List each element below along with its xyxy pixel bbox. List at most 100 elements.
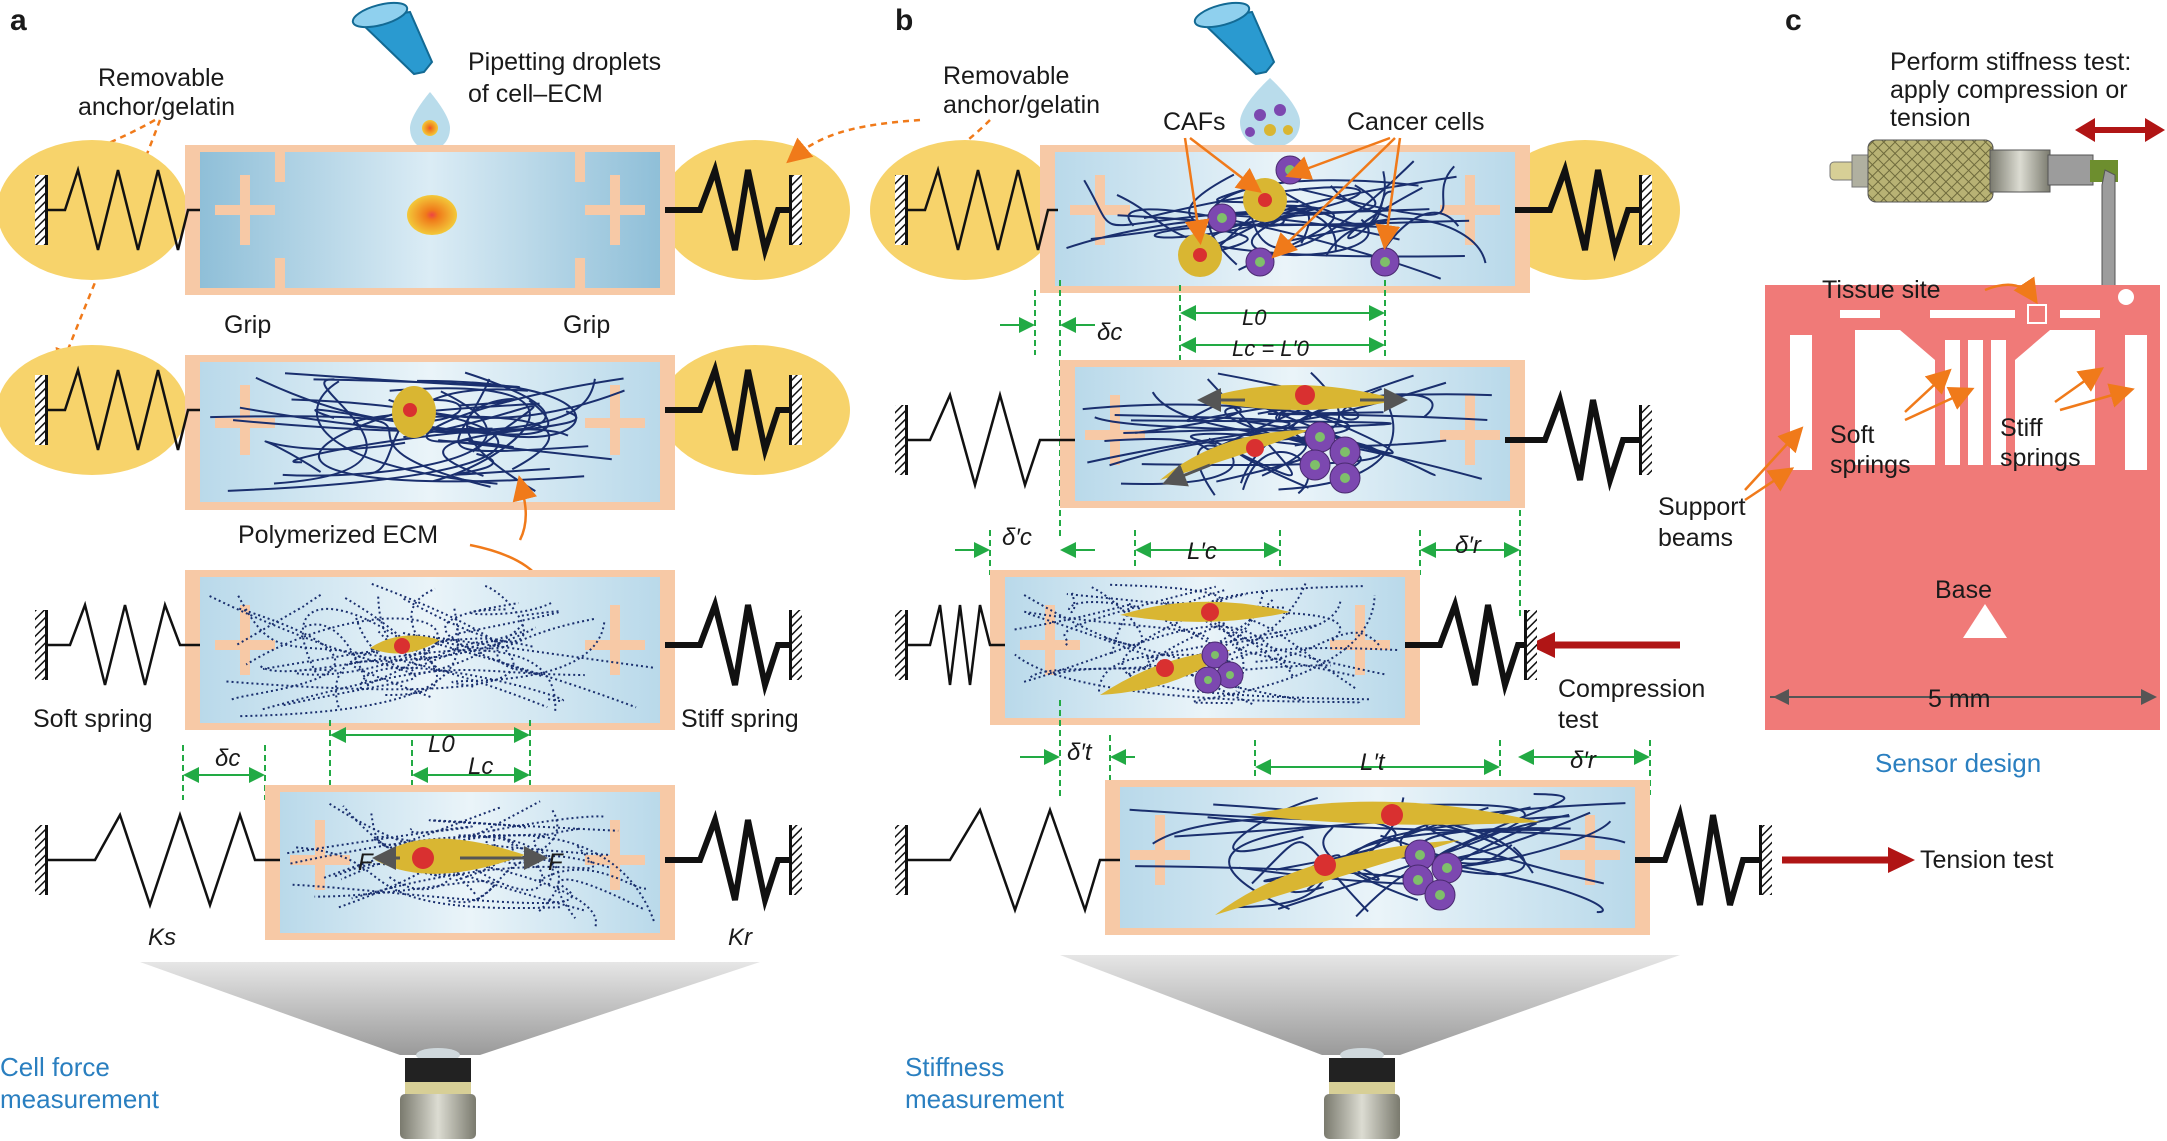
ecm-fiber (236, 594, 322, 646)
ecm-fiber (1207, 816, 1626, 844)
springs-b (905, 159, 1760, 915)
Lc-label-a: Lc (468, 753, 493, 780)
sensor-chip (1765, 285, 2160, 730)
delta-pt-label: δ′t (1067, 739, 1093, 766)
perform-label-3: tension (1890, 104, 1971, 132)
ecm-fiber (1242, 450, 1310, 495)
ecm-fiber (448, 855, 610, 904)
base-label: Base (1935, 576, 1992, 604)
pipette-label-2: of cell–ECM (468, 80, 603, 108)
stiff-springs-label-2: springs (2000, 444, 2081, 472)
objective-lens-icon (400, 1048, 476, 1139)
b-dims2 (955, 510, 1521, 620)
force-label-left: F (358, 849, 374, 876)
caption-b-1: Stiffness (905, 1052, 1004, 1082)
ecm-fiber (230, 607, 337, 701)
objective-lens-icon (1324, 1048, 1400, 1139)
ecm-fiber (451, 622, 606, 688)
Ks-label: Ks (148, 924, 176, 951)
stiff-spring-label: Stiff spring (681, 705, 799, 733)
ecm-fibers (209, 582, 654, 718)
ecm-fiber (292, 428, 569, 464)
ecm-fiber (264, 440, 406, 473)
ecm-fiber (1027, 612, 1253, 705)
ecm-fiber (1014, 653, 1361, 704)
ecm-fiber (209, 595, 417, 707)
ecm-fiber (350, 626, 537, 698)
compression-label-2: test (1558, 706, 1598, 734)
ecm-fiber (385, 587, 438, 697)
base-triangle-icon (1963, 604, 2007, 638)
ecm-fiber (1066, 593, 1356, 689)
panel-c-letter: c (1785, 4, 1802, 37)
ecm-fiber (403, 584, 525, 643)
ecm-fiber (428, 819, 619, 832)
panel-a: a Pipetting droplets of cell–ECM Removab… (0, 1, 850, 1139)
Lpc-label: L′c (1187, 538, 1217, 565)
ecm-fiber (470, 833, 544, 891)
cancer-cells-label: Cancer cells (1347, 108, 1485, 136)
ecm-fiber (458, 610, 561, 635)
anchor-left (0, 140, 187, 280)
pipette-icon (351, 1, 450, 150)
grip-left-label: Grip (224, 311, 271, 339)
b-row2 (1060, 360, 1525, 508)
ecm-fiber (1181, 664, 1331, 677)
double-arrow-icon (2075, 118, 2165, 142)
ecm-fiber (370, 806, 501, 846)
delta-c-label-b: δc (1097, 319, 1122, 346)
ecm-fiber (359, 666, 564, 702)
a-row4: F F Ks Kr (148, 785, 753, 951)
panel-c: c Perform stiffness test: apply compress… (1658, 4, 2165, 778)
grip-right-label: Grip (563, 311, 610, 339)
anchor-label-b-2: anchor/gelatin (943, 91, 1100, 119)
soft-springs-label-1: Soft (1830, 421, 1875, 449)
light-cone (140, 962, 760, 1055)
ecm-fiber (226, 582, 515, 691)
ecm-fiber (1399, 856, 1604, 914)
delta-pr2-label: δ′r (1570, 747, 1597, 774)
ecm-fiber (318, 412, 585, 483)
delta-pc-label: δ′c (1002, 524, 1032, 551)
cell (407, 195, 457, 235)
ecm-fiber (335, 628, 458, 708)
a-row3: Soft spring Stiff spring (33, 570, 799, 733)
ecm-fiber (314, 399, 550, 436)
perform-label-2: apply compression or (1890, 76, 2128, 104)
ecm-fiber (314, 880, 495, 901)
walls-b (895, 175, 1772, 895)
ecm-fiber (1267, 411, 1488, 422)
ecm-fiber (304, 623, 371, 688)
ecm-fiber (408, 623, 525, 676)
ecm-fiber (1105, 636, 1399, 665)
ecm-fiber (1023, 625, 1294, 683)
ecm-fiber (1347, 171, 1423, 240)
ecm-fiber (342, 595, 418, 670)
caption-b-2: measurement (905, 1084, 1065, 1114)
ecm-fiber (1298, 165, 1455, 216)
ecm-fiber (293, 638, 449, 676)
pipette-icon (1193, 1, 1300, 148)
polymerized-ecm-label: Polymerized ECM (238, 521, 438, 549)
ecm-fiber (296, 846, 563, 909)
ecm-fiber (315, 380, 498, 485)
anchor-label-b-1: Removable (943, 62, 1069, 90)
anchor-label-a-2: anchor/gelatin (78, 93, 235, 121)
ecm-fiber (458, 398, 536, 492)
ecm-fiber (1325, 217, 1487, 264)
ecm-fiber (273, 378, 368, 485)
ecm-fiber (444, 602, 542, 677)
light-cone (1060, 955, 1680, 1055)
perform-label-1: Perform stiffness test: (1890, 48, 2131, 76)
ecm-fiber (1232, 796, 1318, 853)
Lpt-label: L′t (1360, 749, 1386, 776)
tissue-site-label: Tissue site (1822, 276, 1941, 304)
cafs-label: CAFs (1163, 108, 1226, 136)
ecm-fiber (1121, 602, 1369, 701)
tension-label: Tension test (1920, 846, 2053, 874)
scale-label: 5 mm (1928, 685, 1991, 713)
ecm-fiber (284, 372, 521, 389)
Kr-label: Kr (728, 924, 753, 951)
ecm-fiber (425, 377, 624, 443)
